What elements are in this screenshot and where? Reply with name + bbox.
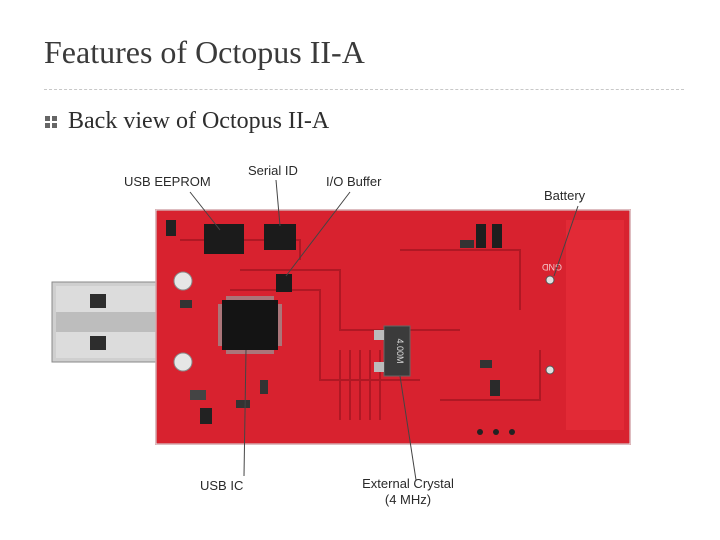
crystal-marking: 4.00M — [395, 338, 405, 363]
test-pads — [477, 429, 515, 435]
title-divider — [44, 89, 684, 90]
callout-battery: Battery — [544, 188, 586, 203]
io-buffer-chip — [276, 274, 292, 292]
battery-pads: GND — [542, 262, 563, 375]
bullet-icon — [44, 115, 58, 129]
callout-lines — [189, 179, 579, 481]
callout-usb-eeprom: USB EEPROM — [124, 174, 211, 189]
external-crystal: 4.00M — [374, 325, 411, 377]
callout-serial-id: Serial ID — [248, 163, 298, 178]
usb-eeprom-chip — [204, 224, 244, 254]
callout-crystal-line1: External Crystal — [362, 476, 454, 491]
serial-id-chip — [264, 224, 296, 250]
gnd-marking: GND — [542, 262, 563, 272]
usb-connector — [51, 281, 163, 363]
callout-usb-ic: USB IC — [200, 478, 244, 493]
board-photo: 4.00M GND — [51, 179, 631, 481]
bullet-text: Back view of Octopus II-A — [68, 108, 330, 134]
bullet-item: Back view of Octopus II-A — [44, 108, 329, 135]
usb-ic-chip — [218, 296, 282, 354]
callout-external-crystal: External Crystal (4 MHz) — [352, 476, 464, 508]
page-title: Features of Octopus II-A — [44, 34, 365, 70]
callout-io-buffer: I/O Buffer — [326, 174, 382, 189]
callout-crystal-line2: (4 MHz) — [384, 492, 432, 507]
